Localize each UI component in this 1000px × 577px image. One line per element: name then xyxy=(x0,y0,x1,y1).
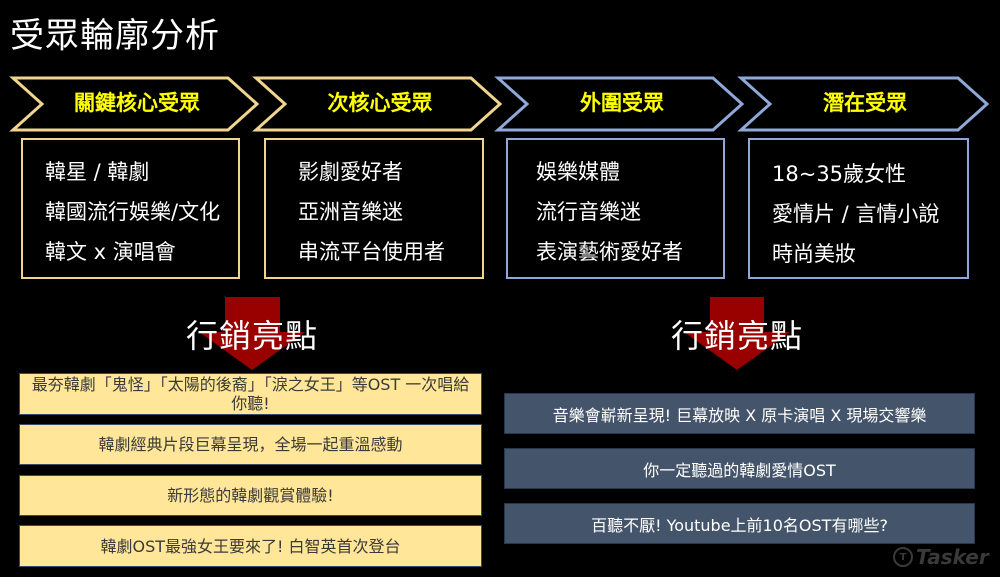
chevron-shape-potential xyxy=(737,76,990,132)
chevron-shape-outer xyxy=(494,76,745,132)
chevron-shape-secondary xyxy=(252,76,503,132)
segment-item: 韓文 x 演唱會 xyxy=(45,240,176,264)
down-arrow-icon xyxy=(199,297,305,370)
segment-box-potential: 18~35歲女性 愛情片 / 言情小說 時尚美妝 xyxy=(748,138,969,279)
segment-box-core: 韓星 / 韓劇 韓國流行娛樂/文化 韓文 x 演唱會 xyxy=(21,138,240,279)
segment-item: 串流平台使用者 xyxy=(298,240,445,264)
segment-item: 18~35歲女性 xyxy=(772,162,907,186)
segment-item: 影劇愛好者 xyxy=(298,160,403,184)
highlight-item: 韓劇經典片段巨幕呈現，全場一起重溫感動 xyxy=(19,424,482,465)
down-arrow-icon xyxy=(684,297,790,370)
highlights-title-left: 行銷亮點 xyxy=(185,317,318,355)
segment-item: 娛樂媒體 xyxy=(536,160,620,184)
segment-item: 流行音樂迷 xyxy=(536,200,641,224)
highlight-item: 百聽不厭! Youtube上前10名OST有哪些? xyxy=(504,503,975,544)
segment-item: 時尚美妝 xyxy=(772,242,856,266)
highlight-item: 最夯韓劇「鬼怪」「太陽的後裔」「淚之女王」等OST 一次唱給你聽! xyxy=(19,373,482,415)
segment-label-secondary: 次核心受眾 xyxy=(327,91,433,115)
highlight-item: 新形態的韓劇觀賞體驗! xyxy=(19,475,482,516)
segment-item: 愛情片 / 言情小說 xyxy=(772,202,940,226)
segment-item: 韓星 / 韓劇 xyxy=(45,160,150,184)
segment-label-potential: 潛在受眾 xyxy=(823,91,907,115)
highlight-item: 音樂會嶄新呈現! 巨幕放映 X 原卡演唱 X 現場交響樂 xyxy=(504,393,975,434)
highlight-item: 你一定聽過的韓劇愛情OST xyxy=(504,448,975,489)
segment-box-secondary: 影劇愛好者 亞洲音樂迷 串流平台使用者 xyxy=(264,138,484,279)
segment-label-core: 關鍵核心受眾 xyxy=(74,91,200,115)
segment-item: 亞洲音樂迷 xyxy=(298,200,403,224)
watermark: T Tasker xyxy=(893,545,989,569)
segment-item: 韓國流行娛樂/文化 xyxy=(45,200,221,224)
audience-chevron-row xyxy=(9,76,990,132)
tasker-logo-icon: T xyxy=(893,547,913,567)
page-title: 受眾輪廓分析 xyxy=(10,16,220,56)
segment-label-outer: 外圍受眾 xyxy=(580,91,664,115)
watermark-text: Tasker xyxy=(916,545,989,569)
segment-box-outer: 娛樂媒體 流行音樂迷 表演藝術愛好者 xyxy=(506,138,725,279)
chevron-shape-core xyxy=(9,76,260,132)
highlights-title-right: 行銷亮點 xyxy=(670,317,803,355)
segment-item: 表演藝術愛好者 xyxy=(536,240,683,264)
highlight-item: 韓劇OST最強女王要來了! 白智英首次登台 xyxy=(19,525,482,567)
